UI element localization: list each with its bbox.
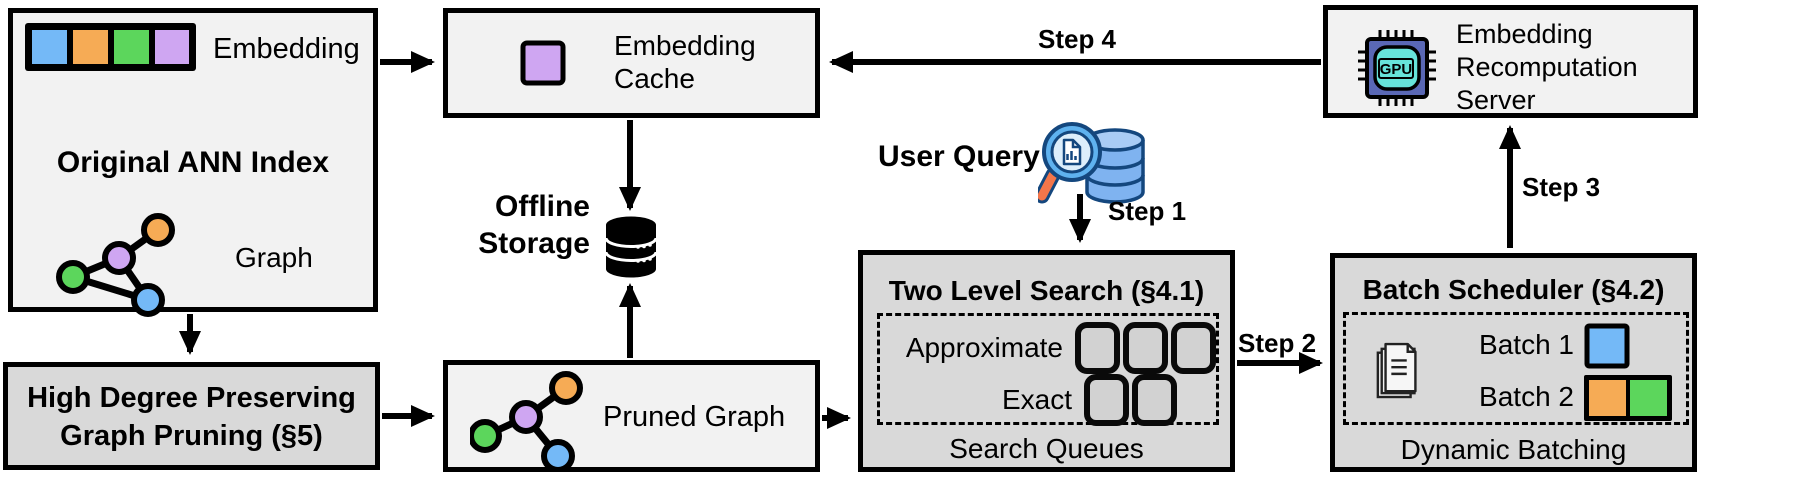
exact-queue-row: Exact <box>880 374 1216 426</box>
queue-slot <box>1132 374 1177 426</box>
graph-label: Graph <box>235 242 313 273</box>
recomputation-server-label: Embedding Recomputation Server <box>1456 19 1638 115</box>
pruned-graph-label: Pruned Graph <box>603 401 786 433</box>
gpu-chip-text: GPU <box>1380 61 1413 78</box>
recomputation-server-box: GPU Embedding Recomputation Server <box>1323 5 1698 118</box>
pruned-graph-icon <box>470 371 583 470</box>
search-queues-caption: Search Queues <box>949 433 1144 464</box>
search-queues-dashed-box: Approximate Exact <box>877 313 1219 426</box>
original-ann-index-title: Original ANN Index <box>56 146 330 179</box>
batch-scheduler-box: Batch Scheduler (§4.2) Batch 1 Batch 2 D… <box>1330 253 1697 472</box>
user-query-label: User Query <box>878 140 1040 173</box>
documents-icon <box>1376 342 1417 399</box>
approximate-queue-slots <box>1075 322 1216 374</box>
original-ann-index-box: Embedding Original ANN Index Graph <box>8 8 378 317</box>
exact-label: Exact <box>1001 384 1072 415</box>
embedding-cache-label: Embedding Cache <box>614 30 756 94</box>
batch1-slot-icon <box>1584 323 1630 369</box>
step1-label: Step 1 <box>1108 196 1187 226</box>
dynamic-batching-dashed-box: Batch 1 Batch 2 <box>1343 312 1689 425</box>
exact-queue-slots <box>1084 374 1177 426</box>
batch-scheduler-title: Batch Scheduler (§4.2) <box>1362 274 1665 305</box>
graph-icon <box>56 213 175 317</box>
pruned-graph-box: Pruned Graph <box>443 360 820 472</box>
high-degree-pruning-title: High Degree Preserving Graph Pruning (§5… <box>27 382 356 452</box>
step2-label: Step 2 <box>1238 328 1317 358</box>
approximate-queue-row: Approximate <box>880 322 1216 374</box>
step3-label: Step 3 <box>1522 172 1601 202</box>
embedding-cache-box: Embedding Cache <box>443 8 820 118</box>
queue-slot <box>1084 374 1129 426</box>
two-level-search-box: Two Level Search (§4.1) Approximate Exac… <box>858 250 1235 472</box>
step4-label: Step 4 <box>1037 24 1117 54</box>
queue-slot <box>1075 322 1120 374</box>
batch2-slots-icon <box>1584 375 1672 421</box>
batch2-label: Batch 2 <box>1479 381 1574 412</box>
approximate-label: Approximate <box>905 332 1063 363</box>
offline-storage-label: Offline Storage <box>478 190 590 260</box>
batch1-label: Batch 1 <box>1479 329 1574 360</box>
user-query-icon <box>1038 122 1145 204</box>
queue-slot <box>1171 322 1216 374</box>
queue-slot <box>1123 322 1168 374</box>
high-degree-pruning-box: High Degree Preserving Graph Pruning (§5… <box>3 362 380 470</box>
gpu-chip-icon: GPU <box>1358 30 1436 106</box>
cached-embedding-icon <box>520 40 566 86</box>
offline-storage-icon <box>605 216 657 278</box>
embedding-label: Embedding <box>213 33 360 65</box>
dynamic-batching-caption: Dynamic Batching <box>1400 434 1627 465</box>
embedding-vector-icon <box>25 23 196 71</box>
two-level-search-title: Two Level Search (§4.1) <box>888 275 1205 306</box>
